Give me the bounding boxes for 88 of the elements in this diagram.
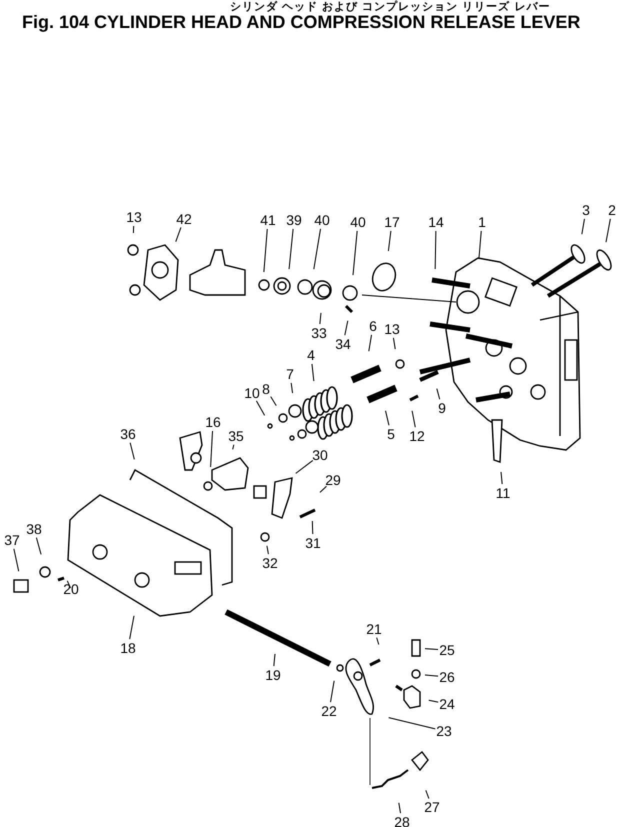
leader-line — [319, 486, 327, 493]
leader-line — [13, 548, 20, 572]
leader-line — [344, 320, 348, 336]
callout-number: 29 — [325, 473, 341, 487]
callout-number: 33 — [311, 326, 327, 340]
leader-line — [581, 218, 585, 235]
callout-number: 34 — [335, 337, 351, 351]
callout-number: 30 — [312, 448, 328, 462]
leader-line — [388, 230, 392, 252]
callout-number: 24 — [439, 697, 455, 711]
callout-number: 14 — [428, 215, 444, 229]
callout-number: 25 — [439, 643, 455, 657]
callout-number: 3 — [582, 203, 590, 217]
leader-line — [311, 363, 314, 382]
leader-line — [434, 230, 436, 270]
japanese-title: シリンダ ヘッド および コンプレッション リリーズ レバー — [230, 2, 550, 13]
callout-number: 40 — [314, 213, 330, 227]
callout-number: 21 — [366, 622, 382, 636]
leader-line — [290, 382, 294, 394]
leader-line — [295, 460, 314, 474]
leader-line — [424, 648, 439, 650]
leader-line — [436, 388, 440, 400]
callout-number: 32 — [262, 556, 278, 570]
callout-number: 40 — [350, 215, 366, 229]
callout-number: 18 — [120, 641, 136, 655]
leader-line — [130, 442, 135, 460]
leader-line — [330, 680, 335, 703]
callout-number: 9 — [438, 401, 446, 415]
callout-number: 5 — [387, 427, 395, 441]
leader-line — [270, 396, 277, 406]
callout-number: 37 — [4, 533, 20, 547]
callout-number: 4 — [307, 348, 315, 362]
leader-line — [388, 717, 436, 730]
callout-number: 2 — [608, 203, 616, 217]
leader-line — [273, 653, 276, 667]
callout-number: 23 — [436, 724, 452, 738]
leader-line — [312, 520, 314, 534]
leader-line — [288, 228, 294, 270]
leader-line — [500, 471, 503, 485]
callout-number: 38 — [26, 522, 42, 536]
callout-number: 26 — [439, 670, 455, 684]
leader-line — [385, 410, 390, 426]
leader-line — [606, 218, 611, 243]
callout-number: 6 — [369, 319, 377, 333]
callout-number: 12 — [409, 429, 425, 443]
callout-number: 8 — [262, 382, 270, 396]
leader-line — [425, 790, 430, 800]
leader-line — [129, 615, 134, 640]
leader-line — [66, 580, 72, 589]
callout-number: 36 — [120, 427, 136, 441]
figure-title: Fig. 104 CYLINDER HEAD AND COMPRESSION RELEASE LEVER — [22, 13, 580, 31]
callout-number: 27 — [424, 800, 440, 814]
callout-number: 11 — [496, 486, 510, 500]
leader-line — [263, 228, 268, 273]
callout-number: 7 — [286, 367, 294, 381]
callout-number: 35 — [228, 429, 244, 443]
leader-line — [376, 637, 380, 645]
leader-line — [36, 537, 42, 555]
leader-line — [398, 802, 402, 814]
leader-line — [313, 228, 322, 270]
callout-number: 1 — [478, 215, 486, 229]
callout-number: 13 — [384, 322, 400, 336]
leader-line — [319, 312, 322, 325]
leader-line — [424, 674, 439, 677]
leader-line — [428, 700, 439, 703]
leader-line — [478, 230, 482, 260]
callout-number: 28 — [394, 815, 410, 827]
leader-line — [210, 430, 214, 468]
leader-line — [232, 444, 234, 450]
leader-line — [352, 230, 358, 276]
leader-line — [412, 410, 416, 428]
leader-line — [175, 226, 182, 242]
callout-number: 31 — [305, 536, 321, 550]
leader-line — [256, 400, 266, 416]
leader-line — [266, 545, 269, 555]
callout-number: 10 — [244, 386, 260, 400]
leader-line — [368, 334, 372, 352]
callout-number: 16 — [205, 415, 221, 429]
callout-number: 20 — [63, 582, 79, 596]
callout-number: 17 — [384, 215, 400, 229]
callout-number: 41 — [260, 213, 276, 227]
callout-number: 19 — [265, 668, 281, 682]
callout-number: 39 — [286, 213, 302, 227]
callout-number: 42 — [176, 212, 192, 226]
callout-number: 13 — [126, 210, 142, 224]
leader-line — [392, 337, 396, 350]
callout-number: 22 — [321, 704, 337, 718]
leader-line — [132, 226, 134, 234]
